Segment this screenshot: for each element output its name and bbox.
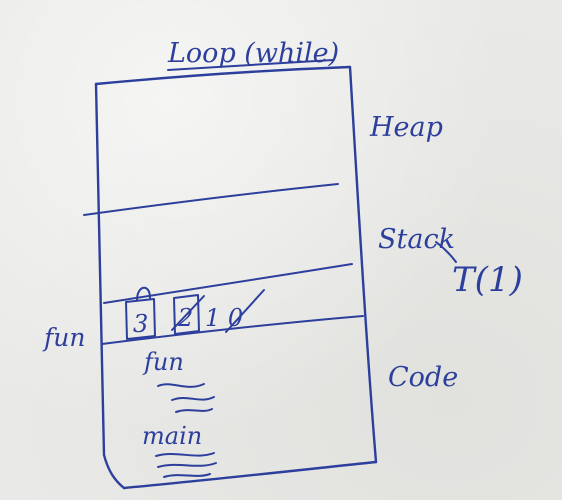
complexity-label: T(1) (452, 260, 523, 300)
code-main-scribble-3 (163, 473, 211, 478)
frame-right-box-strike (171, 295, 205, 331)
frame-trailing-values: 1 0 (205, 304, 243, 332)
code-main-scribble-2 (157, 462, 217, 468)
code-main-scribble-1 (155, 452, 215, 457)
heap-label: Heap (369, 112, 443, 143)
code-fun-scribble-2 (171, 396, 215, 401)
memory-box-top-edge (94, 65, 352, 86)
code-fun-scribble-3 (175, 408, 213, 413)
code-label: Code (388, 362, 458, 393)
title-underline (167, 59, 334, 71)
frame-trailing-strike (225, 289, 265, 333)
code-main-label: main (142, 422, 202, 450)
frame-right-box-value: 2 (177, 304, 193, 332)
stack-code-divider (101, 315, 364, 345)
heap-stack-divider (83, 183, 339, 216)
memory-box-left-edge (94, 82, 126, 490)
memory-box-right-edge (348, 65, 378, 464)
code-fun-label: fun (142, 348, 184, 376)
stack-label: Stack (378, 224, 455, 255)
memory-box-bottom-edge (122, 460, 378, 490)
fun-frame-pointer-label: fun (42, 323, 85, 352)
stack-frame-top-line (103, 263, 353, 304)
stack-to-complexity-connector (435, 241, 457, 263)
code-fun-scribble-1 (157, 383, 205, 388)
frame-right-box (173, 294, 200, 335)
frame-left-box (125, 298, 156, 340)
frame-left-box-value: 3 (133, 310, 148, 338)
frame-left-box-handle (136, 286, 151, 301)
